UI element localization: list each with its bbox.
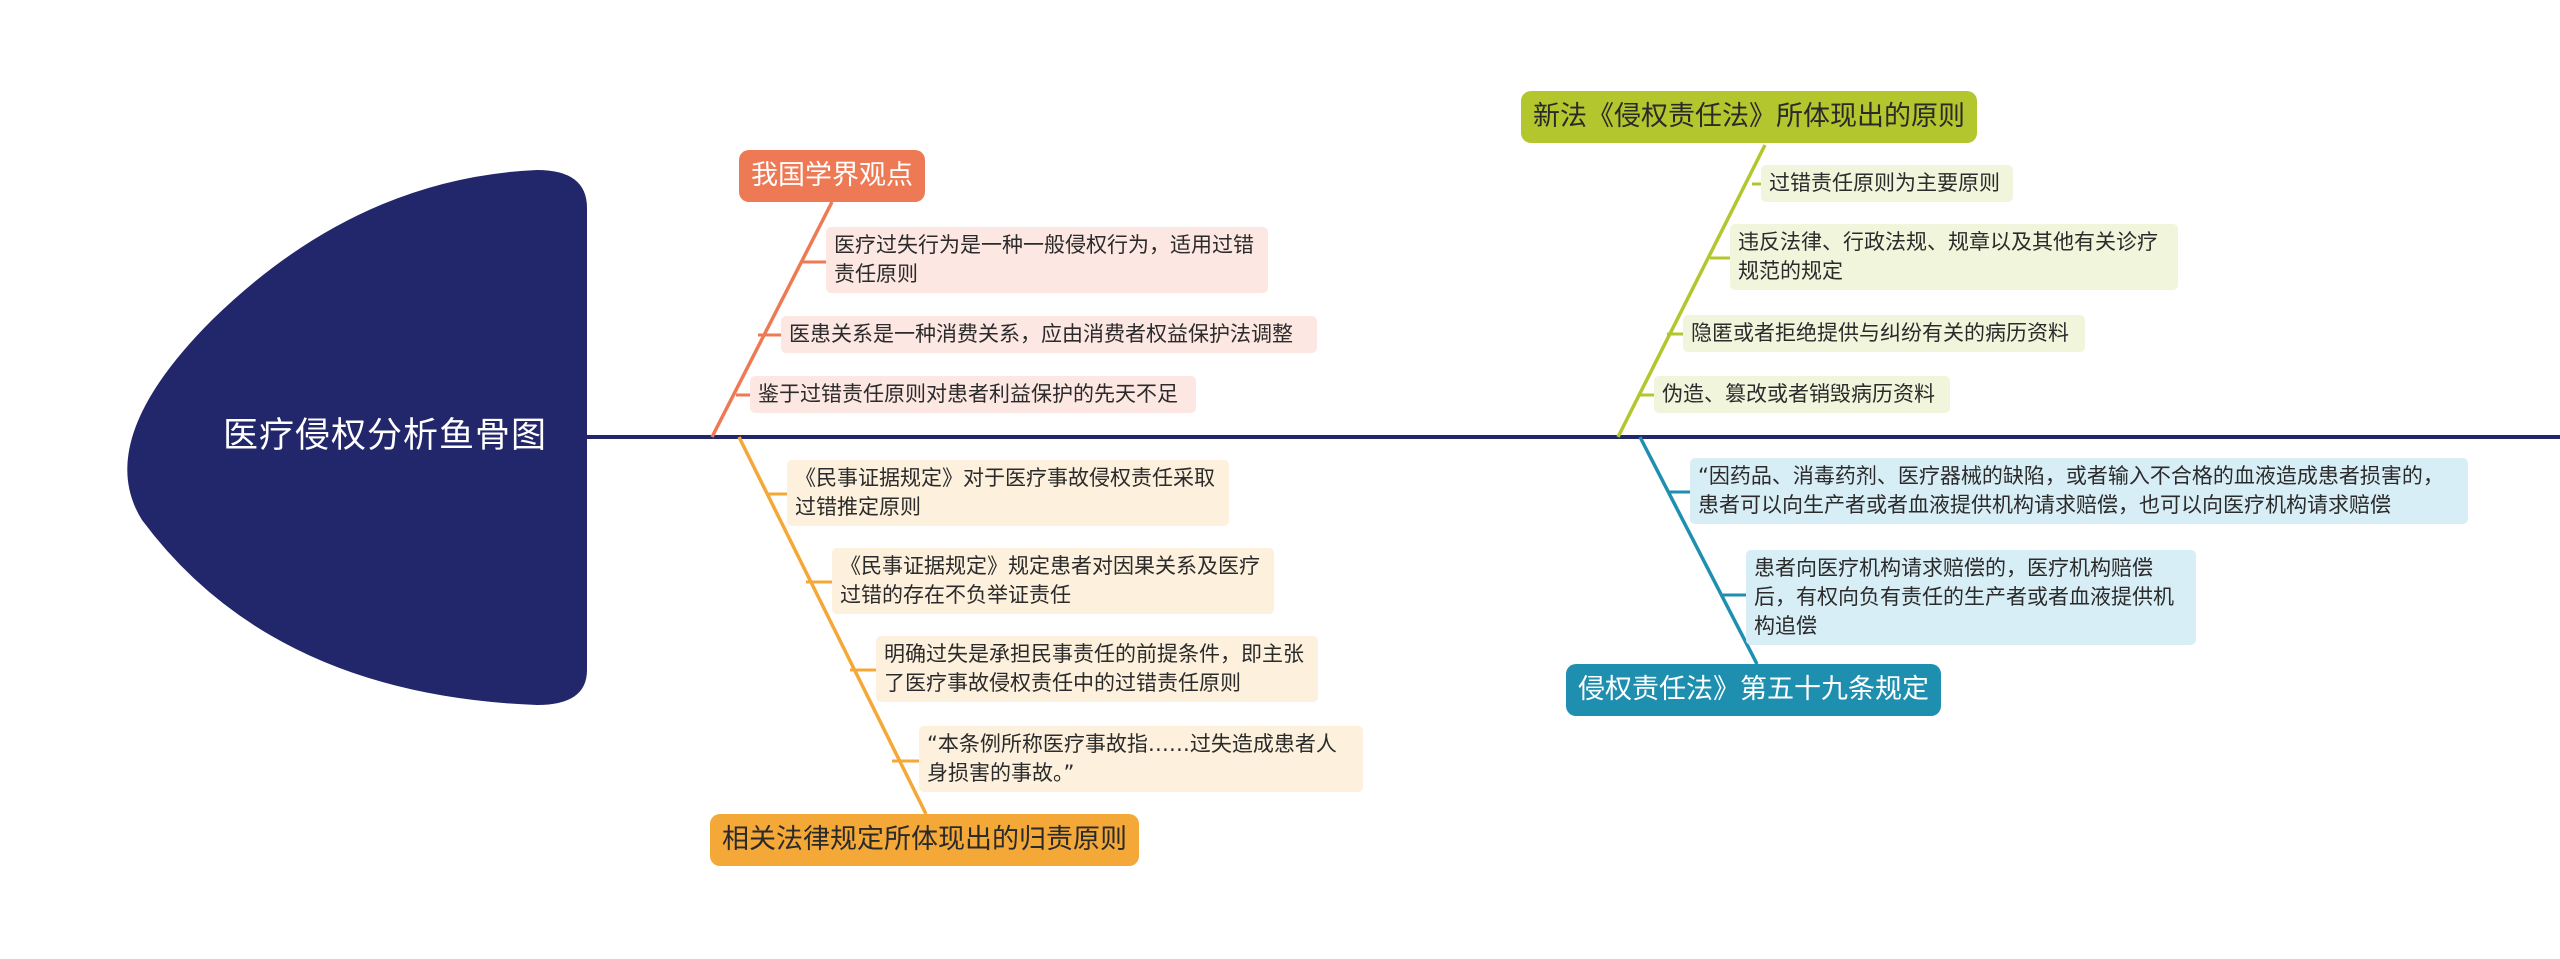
fish-head-shape xyxy=(127,170,587,705)
branch-title-scholars: 我国学界观点 xyxy=(739,150,925,202)
bone-scholars xyxy=(710,201,834,438)
leaf-scholars-2: 医患关系是一种消费关系，应由消费者权益保护法调整 xyxy=(781,316,1317,353)
bone-new-law xyxy=(1616,144,1767,438)
branch-title-new-law: 新法《侵权责任法》所体现出的原则 xyxy=(1521,91,1977,143)
leaf-scholars-3: 鉴于过错责任原则对患者利益保护的先天不足 xyxy=(750,376,1196,413)
leaf-new-law-1: 过错责任原则为主要原则 xyxy=(1761,165,2013,202)
leaf-article59-2: 患者向医疗机构请求赔偿的，医疗机构赔偿后，有权向负有责任的生产者或者血液提供机构… xyxy=(1746,550,2196,645)
leaf-new-law-3: 隐匿或者拒绝提供与纠纷有关的病历资料 xyxy=(1683,315,2085,352)
branch-title-regulations: 相关法律规定所体现出的归责原则 xyxy=(710,814,1139,866)
leaf-scholars-1: 医疗过失行为是一种一般侵权行为，适用过错责任原则 xyxy=(826,227,1268,293)
leaf-regulations-4: “本条例所称医疗事故指……过失造成患者人身损害的事故。” xyxy=(919,726,1363,792)
leaf-article59-1: “因药品、消毒药剂、医疗器械的缺陷，或者输入不合格的血液造成患者损害的，患者可以… xyxy=(1690,458,2468,524)
leaf-regulations-2: 《民事证据规定》规定患者对因果关系及医疗过错的存在不负举证责任 xyxy=(832,548,1274,614)
diagram-title: 医疗侵权分析鱼骨图 xyxy=(222,416,547,456)
leaf-new-law-2: 违反法律、行政法规、规章以及其他有关诊疗规范的规定 xyxy=(1730,224,2178,290)
leaf-regulations-1: 《民事证据规定》对于医疗事故侵权责任采取过错推定原则 xyxy=(787,460,1229,526)
leaf-regulations-3: 明确过失是承担民事责任的前提条件，即主张了医疗事故侵权责任中的过错责任原则 xyxy=(876,636,1318,702)
leaf-new-law-4: 伪造、篡改或者销毁病历资料 xyxy=(1654,376,1950,413)
bone-regulations xyxy=(737,436,928,815)
branch-title-article59: 侵权责任法》第五十九条规定 xyxy=(1566,664,1941,716)
bone-article59 xyxy=(1638,436,1759,665)
